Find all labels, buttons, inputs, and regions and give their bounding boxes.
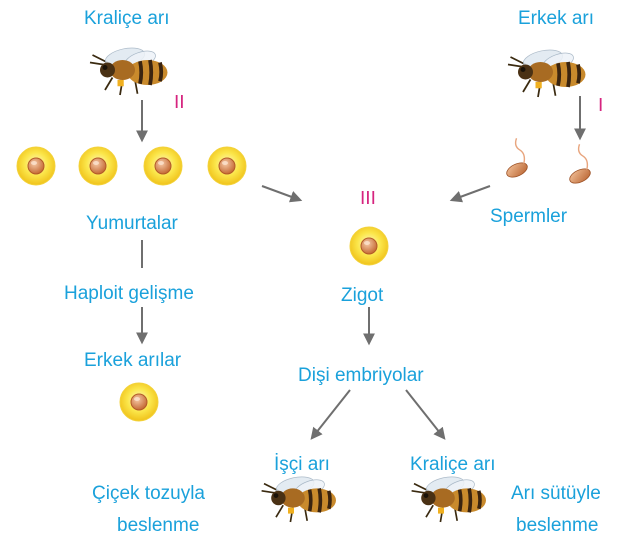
zygote-label: Zigot (341, 285, 383, 307)
sperm-icon-2 (558, 144, 595, 186)
marker-II: II (174, 93, 185, 113)
haploid-development-label: Haploit gelişme (64, 283, 194, 305)
worker-bee-icon (262, 474, 336, 522)
royal-jelly-label-line2: beslenme (516, 515, 598, 537)
male-bee-top-icon (508, 47, 586, 97)
male-bees-label: Erkek arılar (84, 350, 181, 372)
egg-cell-1 (17, 147, 55, 185)
male-bee-label: Erkek arı (518, 8, 594, 30)
queen-bee-label: Kraliçe arı (84, 8, 170, 30)
egg-cell-2 (79, 147, 117, 185)
eggs-label: Yumurtalar (86, 213, 178, 235)
zygote-cell (350, 227, 388, 265)
marker-I: I (598, 96, 603, 116)
queen-bee-bottom-label: Kraliçe arı (410, 454, 496, 476)
pollen-feeding-label-line1: Çiçek tozuyla (92, 483, 205, 505)
arrow-embryos-to-queen (406, 390, 444, 438)
queen-bee-top-icon (90, 45, 168, 95)
marker-III: III (360, 189, 376, 209)
queen-bee-bottom-icon (412, 474, 486, 522)
sperm-icon-1 (495, 138, 532, 180)
arrow-eggs-to-zygote (262, 186, 300, 200)
egg-cell-3 (144, 147, 182, 185)
arrow-sperm-to-zygote (452, 186, 490, 200)
egg-cell-4 (208, 147, 246, 185)
female-embryos-label: Dişi embriyolar (298, 365, 424, 387)
worker-bee-label: İşçi arı (274, 454, 330, 476)
male-bee-cell (120, 383, 158, 421)
sperm-label: Spermler (490, 206, 567, 228)
arrow-embryos-to-worker (312, 390, 350, 438)
pollen-feeding-label-line2: beslenme (117, 515, 199, 537)
royal-jelly-label-line1: Arı sütüyle (511, 483, 601, 505)
